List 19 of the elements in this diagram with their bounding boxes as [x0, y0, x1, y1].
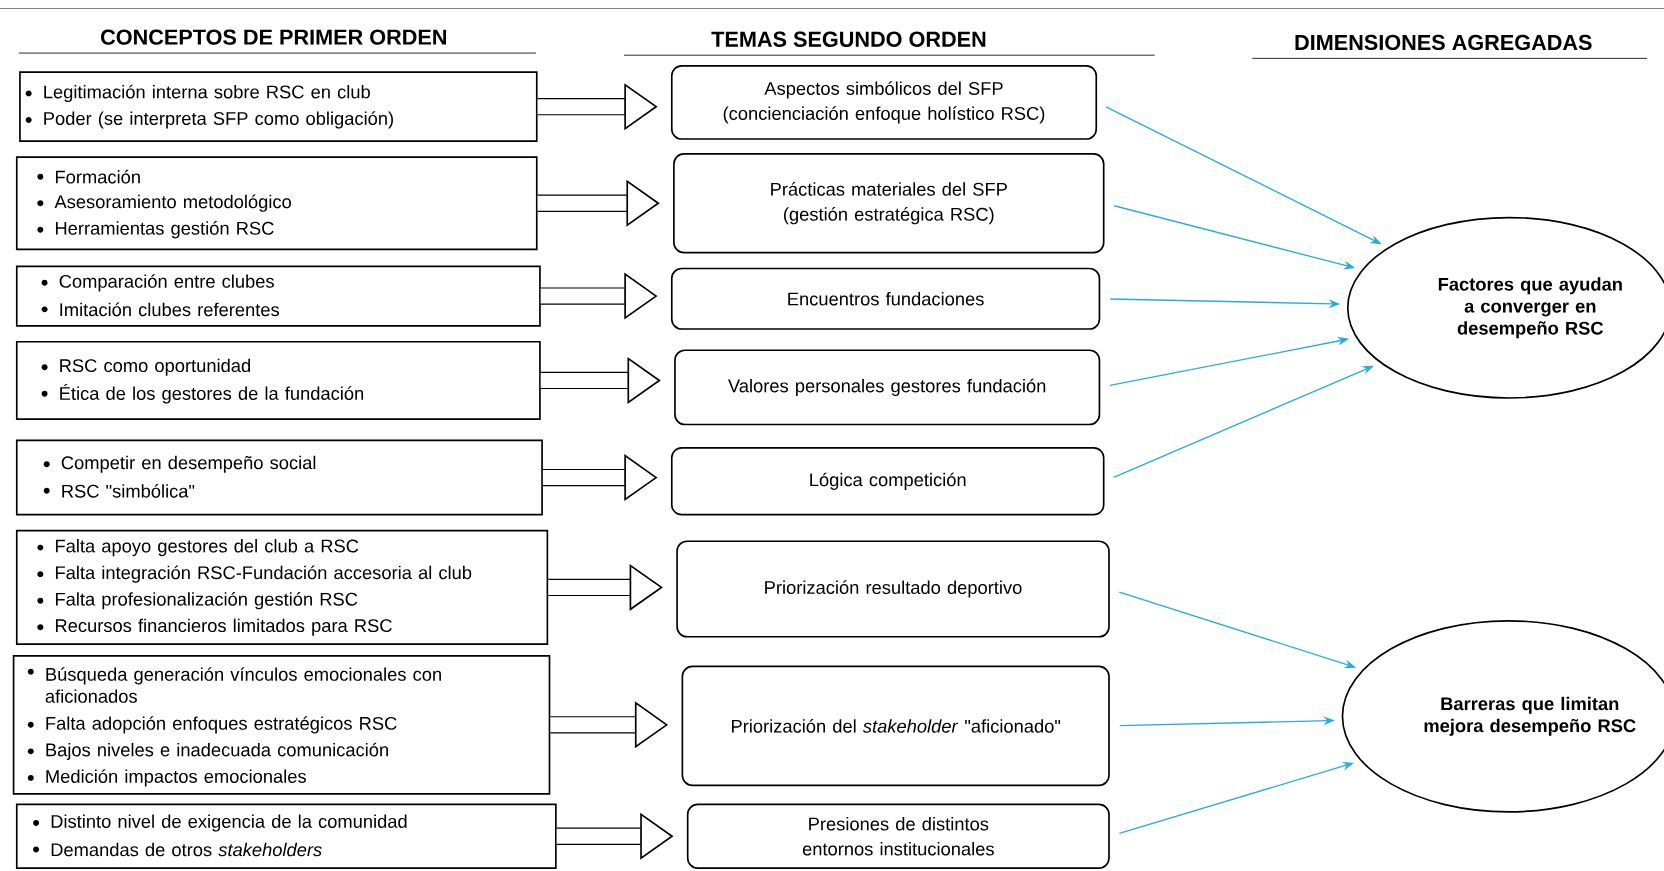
theme-box: Encuentros fundaciones: [670, 267, 1101, 330]
theme-box: Prácticas materiales del SFP (gestión estratégica RSC): [673, 152, 1105, 254]
bullet-list-box: RSC como oportunidad Ética de los gestores de la fundación: [15, 340, 541, 420]
block-arrow: [540, 356, 661, 404]
theme-box: Aspectos simbólicos del SFP (concienciación enfoque holístico RSC): [670, 64, 1098, 140]
column-heading: CONCEPTOS DE PRIMER ORDEN: [101, 29, 446, 45]
bullet-list-box: Legitimación interna sobre RSC en club Poder (se interpreta SFP como obligación): [19, 71, 538, 142]
bullet-list-box: Formación Asesoramiento metodológico Herramientas gestión RSC: [15, 156, 538, 251]
column-heading: DIMENSIONES AGREGADAS: [1295, 34, 1592, 50]
bullet-list-box: Búsqueda generación vínculos emocionales con aficionados Falta adopción enfoques estratégicos RSC Bajos niveles e inadecuada comunicación Medición impactos emocionales: [12, 654, 551, 795]
bullet-list-box: Competir en desempeño social RSC "simbólica": [15, 439, 543, 516]
bullet-list-box: Falta apoyo gestores del club a RSC Falta integración RSC-Fundación accesoria al club Falta profesionalización gestión RSC Recursos financieros limitados para RSC: [15, 529, 549, 645]
theme-box: Priorización del stakeholder "aficionado": [681, 665, 1110, 787]
theme-box: Lógica competición: [670, 446, 1105, 516]
theme-box: Valores personales gestores fundación: [674, 349, 1101, 426]
bullet-list-box: Distinto nivel de exigencia de la comunidad Demandas de otros stakeholders: [15, 803, 557, 869]
bullet-list-box: Comparación entre clubes Imitación clubes referentes: [15, 265, 541, 327]
theme-box: Presiones de distintos entornos institucionales: [686, 803, 1110, 869]
theme-box: Priorización resultado deportivo: [676, 540, 1110, 638]
